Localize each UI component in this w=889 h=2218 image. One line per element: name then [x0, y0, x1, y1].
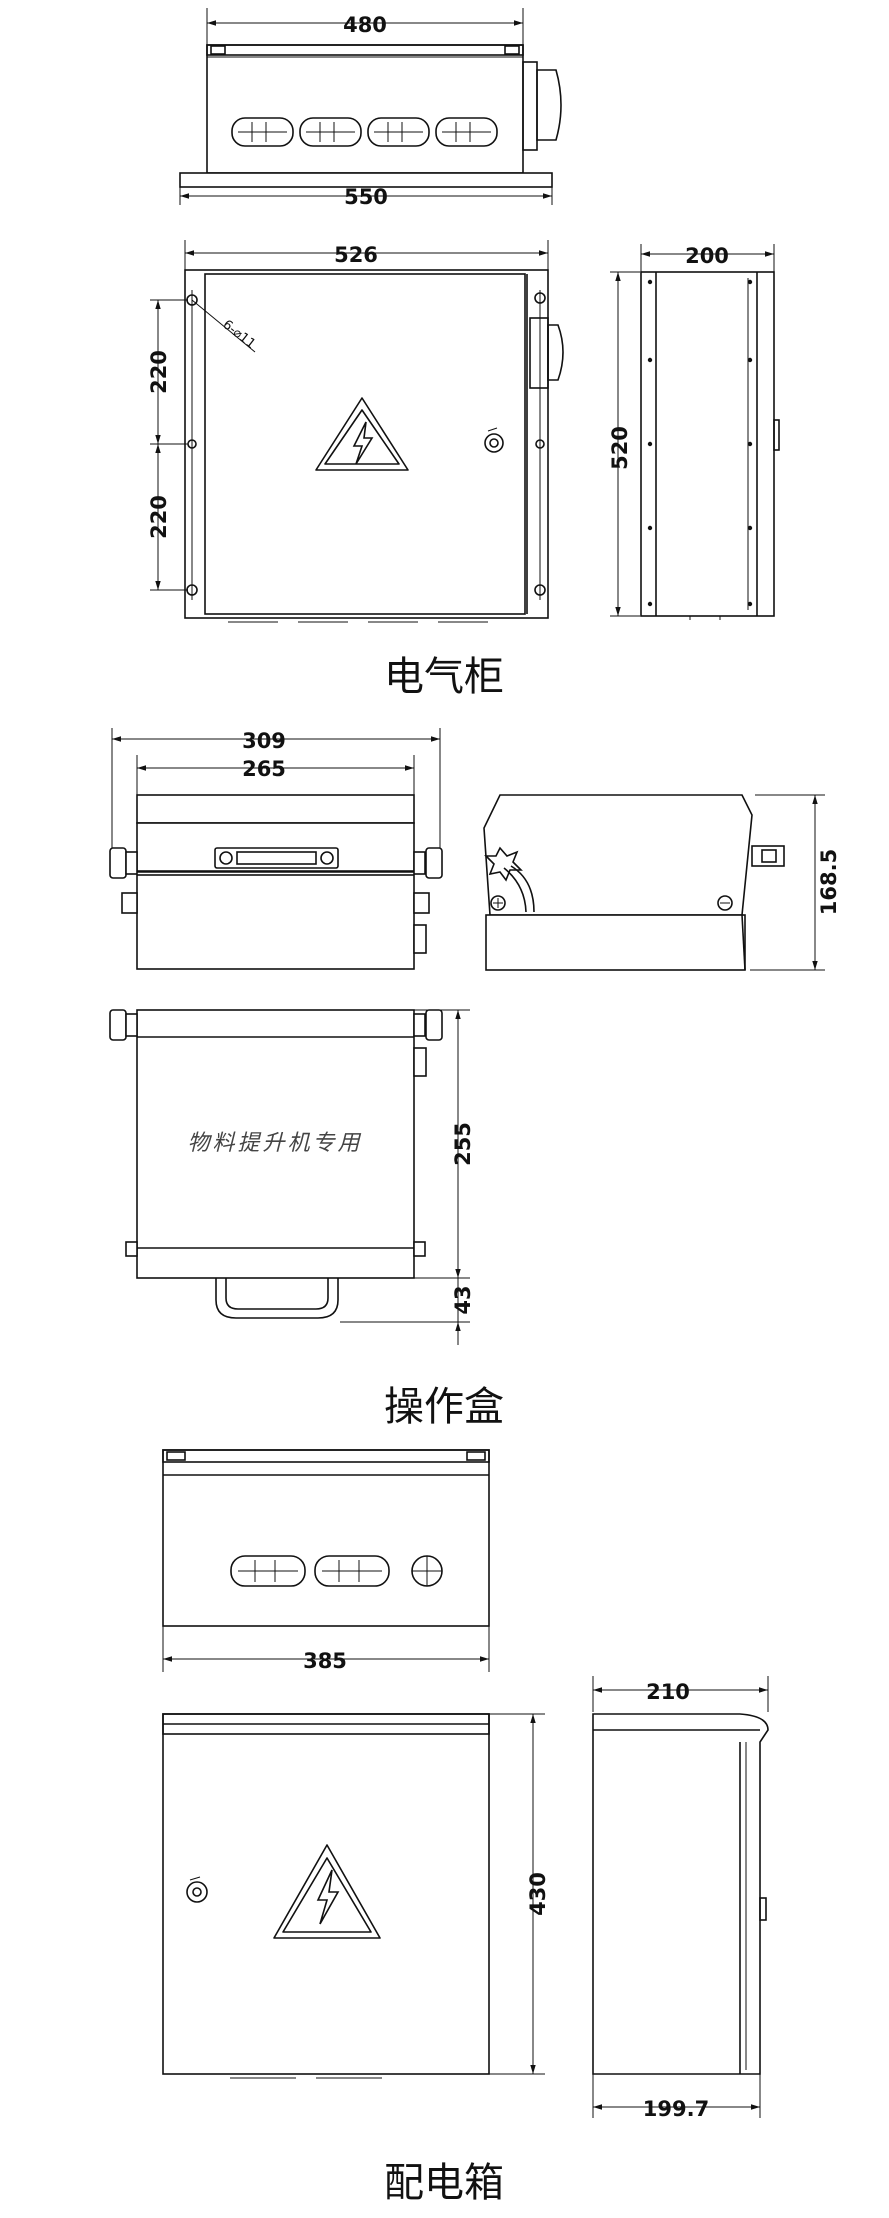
- dim-cabinet-side-depth: 200: [685, 244, 729, 268]
- dim-distbox-side-depth-top: 210: [646, 1680, 690, 1704]
- dim-cabinet-hole-spacing-upper: 220: [147, 350, 171, 394]
- distbox-front-view: [162, 1713, 545, 2079]
- dim-cabinet-base-width: 550: [344, 185, 388, 209]
- opbox-brand-text: 物料提升机专用: [187, 1131, 362, 1156]
- dim-cabinet-height: 520: [608, 426, 632, 470]
- cabinet-side-view: [610, 244, 780, 620]
- cabinet-top-view: [179, 8, 562, 205]
- opbox-side-view: [483, 794, 825, 971]
- dim-cabinet-front-width: 526: [334, 243, 378, 267]
- opbox-front-view: [109, 1009, 470, 1345]
- cabinet-front-view: [150, 240, 564, 623]
- opbox-top-view: [109, 728, 443, 970]
- caption-operation-box: 操作盒: [384, 1384, 504, 1430]
- distbox-top-view: [162, 1449, 490, 1672]
- caption-distribution-box: 配电箱: [384, 2160, 504, 2206]
- dim-distbox-height: 430: [526, 1872, 550, 1916]
- distbox-side-view: [592, 1676, 769, 2118]
- caption-cabinet: 电气柜: [384, 654, 504, 700]
- dim-cabinet-top-width: 480: [343, 13, 387, 37]
- dim-cabinet-hole-spacing-lower: 220: [147, 495, 171, 539]
- dim-opbox-overall-width: 309: [242, 729, 286, 753]
- dim-opbox-body-width: 265: [242, 757, 286, 781]
- dim-opbox-side-height: 168.5: [817, 849, 841, 915]
- dim-distbox-top-width: 385: [303, 1649, 347, 1673]
- dim-opbox-front-height: 255: [451, 1122, 475, 1166]
- dim-opbox-handle-height: 43: [451, 1285, 475, 1314]
- dim-distbox-side-depth-bottom: 199.7: [643, 2097, 709, 2121]
